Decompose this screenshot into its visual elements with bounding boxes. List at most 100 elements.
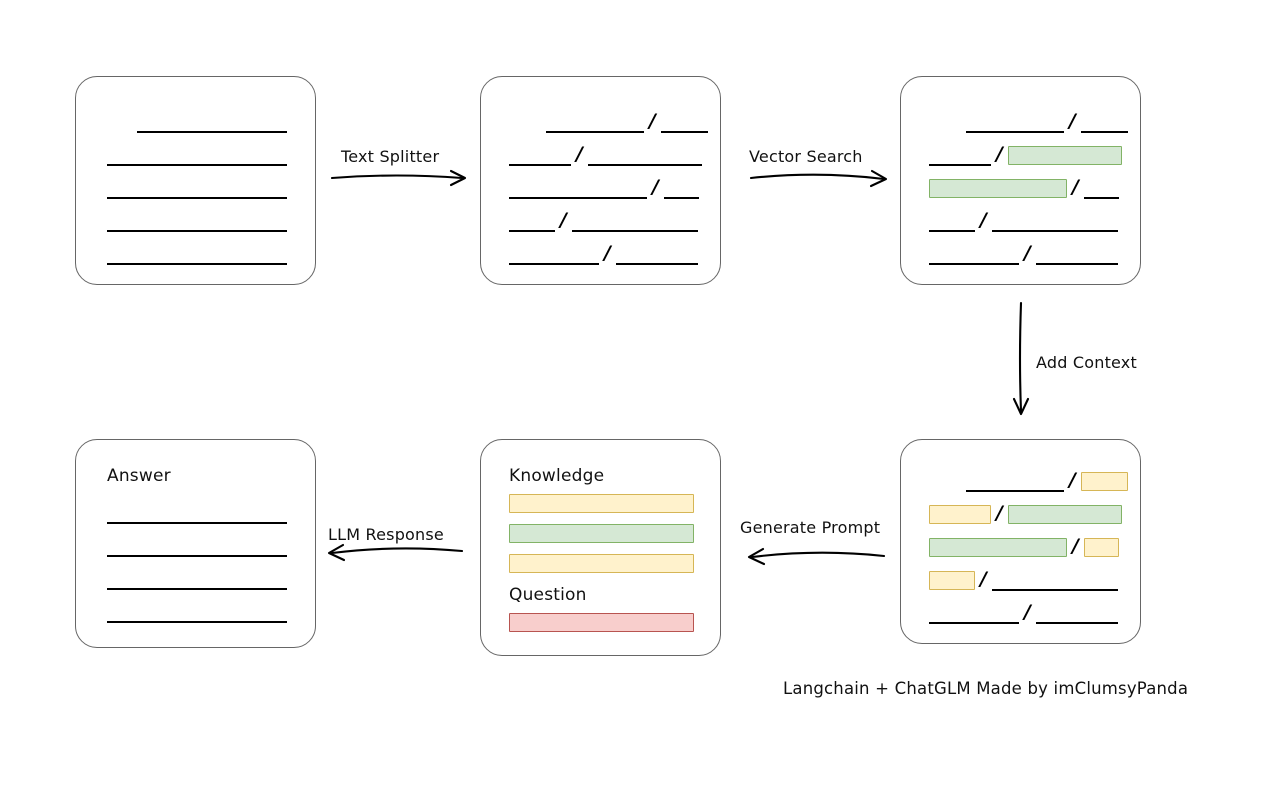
answer-label: Answer — [107, 466, 171, 486]
arrow-add-context — [1012, 301, 1030, 416]
chunk-row — [137, 111, 287, 133]
yellow-highlight-chip — [1080, 471, 1128, 491]
chunk-separator: / — [980, 568, 987, 590]
edge-label-text-splitter: Text Splitter — [341, 147, 440, 166]
chunk-row: / — [929, 569, 1118, 591]
chunk-row: / — [546, 111, 708, 133]
arrow-generate-prompt — [747, 547, 886, 566]
green-highlight-chip — [1007, 145, 1122, 165]
green-highlight-chip — [1007, 504, 1122, 524]
knowledge-label: Knowledge — [509, 466, 605, 486]
prompt-box[interactable]: Knowledge Question — [480, 439, 721, 656]
green-highlight-chip — [929, 178, 1067, 198]
text-line — [509, 210, 555, 232]
text-line — [615, 243, 698, 265]
chunk-separator: / — [996, 502, 1003, 524]
text-line — [929, 210, 975, 232]
chunk-row: / — [509, 243, 698, 265]
chunk-row — [107, 502, 287, 524]
text-line — [966, 111, 1064, 133]
chunk-separator: / — [1072, 535, 1079, 557]
edge-label-add-context: Add Context — [1036, 353, 1137, 372]
split-chunks-box[interactable]: / / / / / — [480, 76, 721, 285]
text-line — [509, 177, 647, 199]
chunk-separator: / — [1069, 469, 1076, 491]
context-chunks-box[interactable]: / / / / / — [900, 439, 1141, 644]
footer-credit: Langchain + ChatGLM Made by imClumsyPand… — [783, 679, 1189, 698]
text-line — [107, 144, 287, 166]
yellow-highlight-chip — [1083, 537, 1119, 557]
chunk-row: / — [966, 470, 1128, 492]
text-line — [107, 502, 287, 524]
text-line — [1080, 111, 1128, 133]
question-label: Question — [509, 585, 587, 605]
chunk-separator: / — [649, 110, 656, 132]
text-line — [587, 144, 702, 166]
text-line — [966, 470, 1064, 492]
green-highlight-chip — [929, 537, 1067, 557]
chunk-separator: / — [604, 242, 611, 264]
chunk-row: / — [509, 210, 698, 232]
chunk-separator: / — [1024, 242, 1031, 264]
yellow-prompt-bar — [509, 494, 694, 513]
text-line — [137, 111, 287, 133]
text-line — [107, 568, 287, 590]
chunk-separator: / — [576, 143, 583, 165]
text-line — [929, 602, 1019, 624]
text-line — [991, 210, 1118, 232]
chunk-row — [107, 144, 287, 166]
chunk-row — [107, 535, 287, 557]
text-line — [571, 210, 698, 232]
text-line — [107, 535, 287, 557]
answer-box[interactable]: Answer — [75, 439, 316, 648]
text-line — [509, 243, 599, 265]
text-line — [107, 177, 287, 199]
chunk-separator: / — [1069, 110, 1076, 132]
chunk-row: / — [509, 144, 702, 166]
arrow-vector-search — [749, 169, 888, 188]
chunk-row — [107, 177, 287, 199]
arrow-text-splitter — [330, 169, 467, 187]
text-line — [660, 111, 708, 133]
chunk-row: / — [929, 503, 1122, 525]
chunk-row: / — [929, 243, 1118, 265]
text-line — [1035, 243, 1118, 265]
chunk-row — [107, 601, 287, 623]
text-line — [509, 144, 571, 166]
chunk-row: / — [966, 111, 1128, 133]
text-line — [1035, 602, 1118, 624]
matched-chunks-box[interactable]: / / / / / — [900, 76, 1141, 285]
chunk-row — [107, 210, 287, 232]
chunk-separator: / — [652, 176, 659, 198]
text-line — [107, 210, 287, 232]
chunk-row: / — [929, 536, 1119, 558]
text-line — [1083, 177, 1119, 199]
chunk-separator: / — [1024, 601, 1031, 623]
red-prompt-bar — [509, 613, 694, 632]
chunk-row — [107, 243, 287, 265]
arrow-llm-response — [327, 543, 464, 562]
source-document-box[interactable] — [75, 76, 316, 285]
yellow-prompt-bar — [509, 554, 694, 573]
edge-label-vector-search: Vector Search — [749, 147, 863, 166]
chunk-row: / — [929, 602, 1118, 624]
edge-label-generate-prompt: Generate Prompt — [740, 518, 881, 537]
text-line — [991, 569, 1118, 591]
green-prompt-bar — [509, 524, 694, 543]
chunk-row: / — [929, 210, 1118, 232]
chunk-row — [107, 568, 287, 590]
yellow-highlight-chip — [929, 570, 975, 590]
text-line — [663, 177, 699, 199]
text-line — [929, 243, 1019, 265]
text-line — [546, 111, 644, 133]
chunk-separator: / — [996, 143, 1003, 165]
chunk-separator: / — [560, 209, 567, 231]
text-line — [107, 601, 287, 623]
text-line — [929, 144, 991, 166]
chunk-row: / — [509, 177, 699, 199]
text-line — [107, 243, 287, 265]
edge-label-llm-response: LLM Response — [328, 525, 444, 544]
chunk-row: / — [929, 177, 1119, 199]
yellow-highlight-chip — [929, 504, 991, 524]
